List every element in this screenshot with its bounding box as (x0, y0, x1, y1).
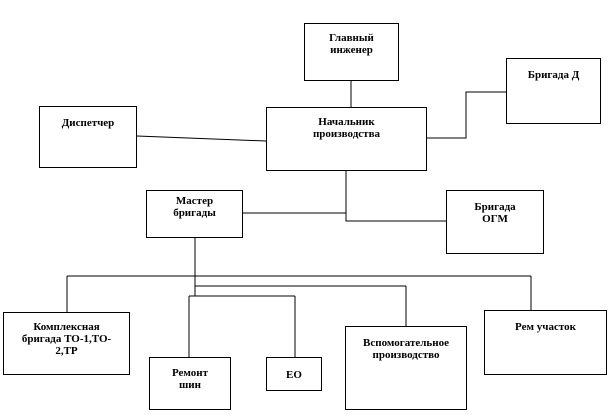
line-head-to-brigade-d (427, 91, 506, 139)
node-repair-section: Рем участок (484, 310, 607, 375)
node-brigade-master: Мастер бригады (146, 190, 243, 238)
node-auxiliary-production-label: Вспомогательное производство (363, 337, 449, 361)
node-repair-section-label: Рем участок (515, 321, 576, 333)
node-tire-repair-label: Ремонт шин (171, 367, 209, 391)
line-dispatcher-to-head (136, 135, 267, 142)
node-brigade-d-label: Бригада Д (527, 69, 580, 81)
node-auxiliary-production: Вспомогательное производство (345, 326, 467, 410)
node-eo-label: ЕО (286, 369, 302, 381)
node-brigade-ogm: Бригада ОГМ (446, 190, 544, 254)
node-chief-engineer-label: Главный инженер (329, 32, 374, 56)
node-brigade-master-label: Мастер бригады (173, 195, 216, 219)
line-head-to-ogm (345, 171, 446, 222)
node-dispatcher: Диспетчер (39, 106, 137, 168)
node-chief-engineer: Главный инженер (304, 23, 399, 81)
node-brigade-d: Бригада Д (506, 58, 601, 124)
node-dispatcher-label: Диспетчер (61, 117, 115, 129)
node-tire-repair: Ремонт шин (149, 357, 231, 410)
node-complex-brigade: Комплексная бригада ТО-1,ТО- 2,ТР (3, 312, 130, 375)
node-production-head-label: Начальник производства (312, 116, 381, 140)
node-production-head: Начальник производства (266, 107, 427, 171)
node-eo: ЕО (266, 357, 322, 391)
node-complex-brigade-label: Комплексная бригада ТО-1,ТО- 2,ТР (21, 321, 112, 357)
node-brigade-ogm-label: Бригада ОГМ (474, 201, 516, 225)
